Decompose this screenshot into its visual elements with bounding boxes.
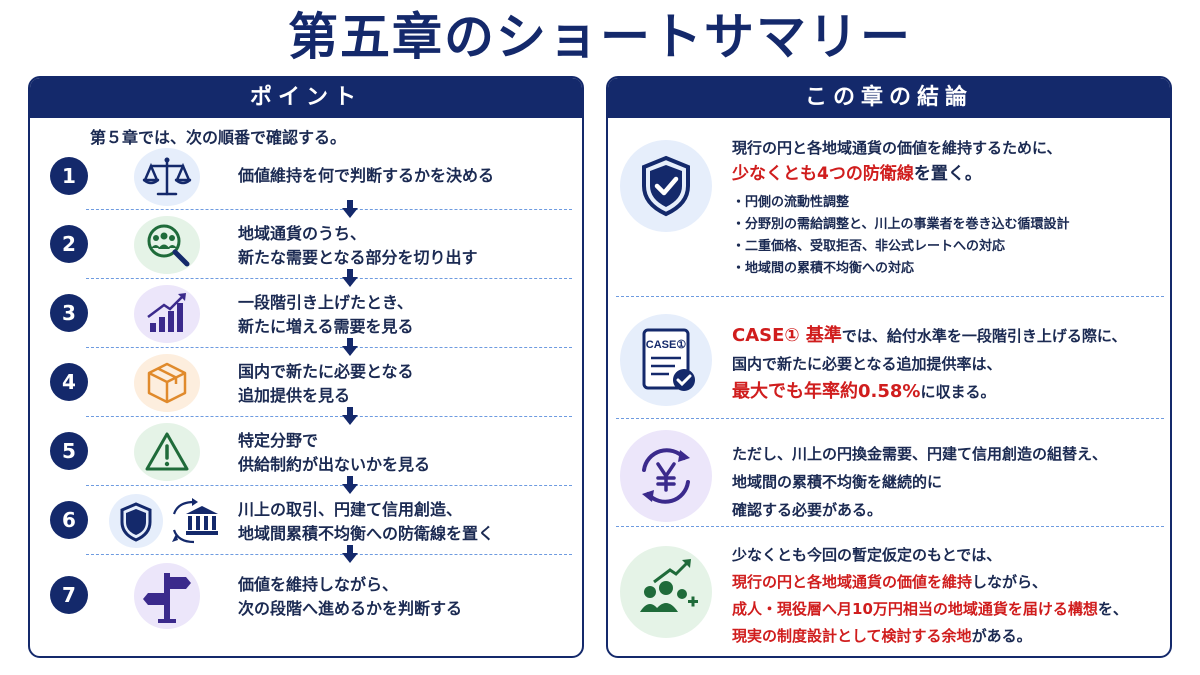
warning-triangle-icon [134, 423, 200, 481]
section-2-text: CASE① 基準では、給付水準を一段階引き上げる際に、 国内で新たに必要となる追… [732, 325, 1127, 402]
down-arrow-icon [342, 338, 358, 356]
step-text: 価値を維持しながら、次の段階へ進めるかを判断する [238, 575, 463, 618]
people-magnifier-icon [134, 216, 200, 274]
step-text: 地域通貨のうち、新たな需要となる部分を切り出す [238, 224, 478, 267]
yen-exchange-icon [620, 430, 712, 522]
step-text: 価値維持を何で判断するかを決める [238, 166, 495, 185]
conclusion-header: この章の結論 [608, 78, 1170, 118]
step-number: 4 [50, 363, 88, 401]
divider [86, 416, 572, 417]
case-label: CASE① [646, 339, 687, 351]
case-document-icon: CASE① [620, 314, 712, 406]
step-text: 一段階引き上げたとき、新たに増える需要を見る [238, 293, 414, 336]
divider [616, 296, 1164, 297]
points-header: ポイント [30, 78, 582, 118]
shield-check-icon [620, 140, 712, 232]
divider [86, 209, 572, 210]
step-number: 3 [50, 294, 88, 332]
step-2: 2 地域通貨のうち、新たな需要となる部分を切り出す [30, 212, 582, 278]
divider [86, 554, 572, 555]
page-title: 第五章のショートサマリー [288, 8, 912, 66]
divider [86, 347, 572, 348]
growth-chart-icon [134, 285, 200, 343]
step-6: 6 川上の取引、円建て信用創造、地域間累積不均衡への防衛線を置く [30, 488, 582, 554]
signpost-icon [134, 563, 200, 629]
section-4-text: 少なくとも今回の暫定仮定のもとでは、 現行の円と各地域通貨の価値を維持しながら、… [732, 546, 1128, 645]
step-text: 国内で新たに必要となる追加提供を見る [238, 362, 414, 405]
section-3-text: ただし、川上の円換金需要、円建て信用創造の組替え、地域間の累積不均衡を継続的に確… [732, 445, 1108, 519]
divider [616, 526, 1164, 527]
down-arrow-icon [342, 269, 358, 287]
divider [86, 485, 572, 486]
down-arrow-icon [342, 476, 358, 494]
down-arrow-icon [342, 407, 358, 425]
step-text: 特定分野で供給制約が出ないかを見る [238, 431, 431, 474]
step-number: 2 [50, 225, 88, 263]
scales-icon [134, 148, 200, 206]
step-5: 5 特定分野で供給制約が出ないかを見る [30, 419, 582, 485]
down-arrow-icon [342, 200, 358, 218]
divider [86, 278, 572, 279]
section-1-text: 現行の円と各地域通貨の価値を維持するために、 少なくとも4つの防衛線を置く。 ・… [732, 139, 1070, 276]
package-box-icon [134, 354, 200, 412]
step-text: 川上の取引、円建て信用創造、地域間累積不均衡への防衛線を置く [238, 500, 495, 543]
people-growth-icon [620, 546, 712, 638]
step-1: 1 価値維持を何で判断するかを決める [30, 144, 582, 210]
step-number: 7 [50, 576, 88, 614]
step-number: 1 [50, 157, 88, 195]
points-intro: 第５章では、次の順番で確認する。 [90, 128, 347, 147]
conclusion-panel: この章の結論 現行の円と各地域通貨の価値を維持するために、 少なくとも4つの防衛… [606, 76, 1172, 658]
divider [616, 418, 1164, 419]
shield-bank-cycle-icon [106, 492, 236, 550]
points-panel: ポイント 第５章では、次の順番で確認する。 1 価値維持を何で判断するかを決める… [28, 76, 584, 658]
step-number: 6 [50, 501, 88, 539]
step-4: 4 国内で新たに必要となる追加提供を見る [30, 350, 582, 416]
step-7: 7 価値を維持しながら、次の段階へ進めるかを判断する [30, 563, 582, 629]
step-3: 3 一段階引き上げたとき、新たに増える需要を見る [30, 281, 582, 347]
down-arrow-icon [342, 545, 358, 563]
step-number: 5 [50, 432, 88, 470]
